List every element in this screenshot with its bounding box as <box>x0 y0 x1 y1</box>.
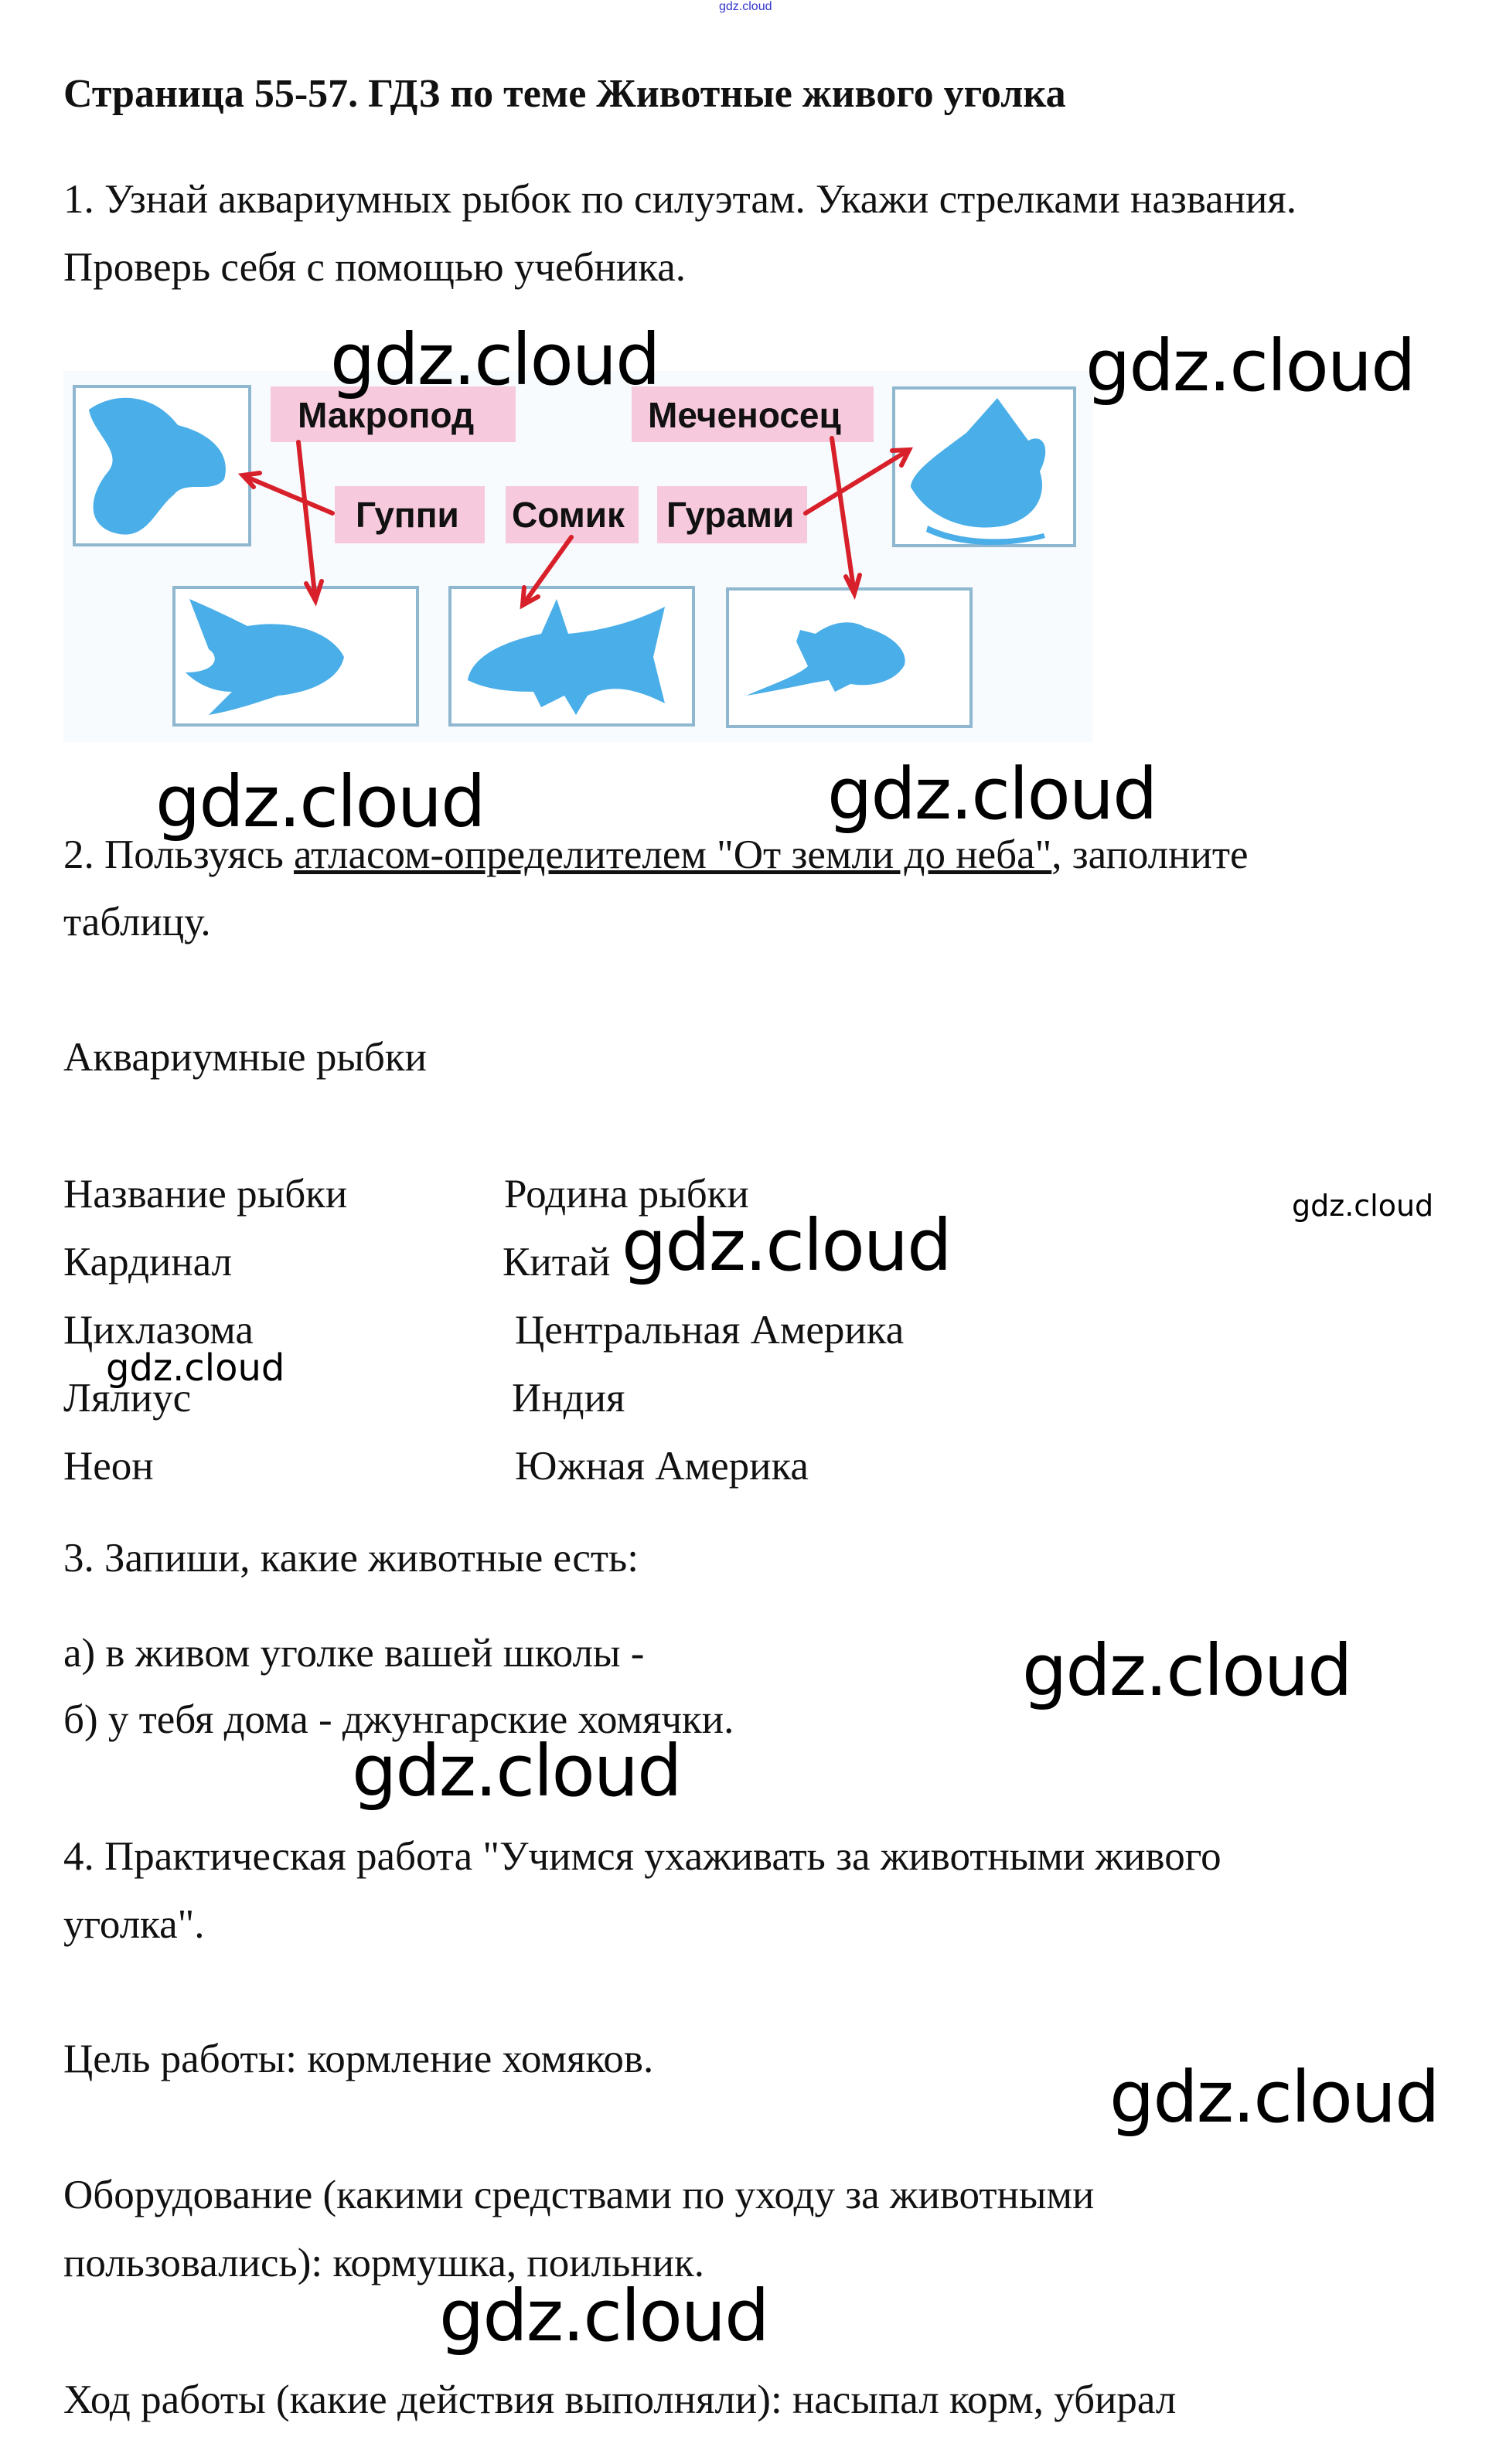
q4-text-line2: уголка". <box>63 1902 205 1947</box>
q2-text-line2: таблицу. <box>63 900 211 944</box>
label-makropod: Макропод <box>298 395 474 435</box>
page-title: Страница 55-57. ГДЗ по теме Животные жив… <box>63 72 1066 116</box>
q3-answer-a: а) в живом уголке вашей школы - <box>63 1631 645 1676</box>
watermark: gdz.cloud <box>827 753 1157 836</box>
row-1-name: Кардинал <box>63 1240 233 1285</box>
q1-text-line1: 1. Узнай аквариумных рыбок по силуэтам. … <box>63 177 1297 222</box>
watermark: gdz.cloud <box>330 318 660 401</box>
table-title: Аквариумные рыбки <box>63 1035 428 1080</box>
q2-suffix: , заполните <box>1051 832 1249 877</box>
label-guppy: Гуппи <box>356 495 459 535</box>
fish-icon-catfish <box>468 599 665 715</box>
row-4-homeland: Южная Америка <box>515 1444 809 1489</box>
fish-silhouettes-image: Макропод Меченосец Гуппи Сомик Гурами <box>63 371 1093 742</box>
fish-icon-swordtail <box>746 622 905 696</box>
atlas-link[interactable]: атласом-определителем "От земли до неба" <box>294 832 1052 877</box>
watermark: gdz.cloud <box>106 1346 285 1390</box>
header-fish-homeland: Родина рыбки <box>504 1172 749 1217</box>
fish-icon-angelfish <box>911 398 1046 546</box>
q3-text: 3. Запиши, какие животные есть: <box>63 1536 639 1581</box>
label-mechenosets: Меченосец <box>648 395 841 435</box>
header-fish-name: Название рыбки <box>63 1172 348 1217</box>
row-2-homeland: Центральная Америка <box>515 1308 905 1353</box>
arrow-mechenosets <box>830 436 862 601</box>
fish-icon-betta <box>89 397 226 535</box>
fish-icon-gourami <box>186 599 344 715</box>
q4-equipment-line2: пользовались): кормушка, поильник. <box>63 2241 705 2285</box>
q2-text-line1: 2. Пользуясь атласом-определителем "От з… <box>63 835 1249 876</box>
watermark: gdz.cloud <box>1109 2056 1440 2139</box>
label-somik: Сомик <box>512 495 625 535</box>
q2-prefix: 2. Пользуясь <box>63 832 295 877</box>
arrow-gourami <box>803 447 913 516</box>
q1-text-line2: Проверь себя с помощью учебника. <box>63 245 686 290</box>
watermark: gdz.cloud <box>622 1204 952 1287</box>
arrow-somik <box>520 535 574 610</box>
row-2-name: Цихлазома <box>63 1308 254 1353</box>
q4-goal: Цель работы: кормление хомяков. <box>63 2037 654 2081</box>
label-gourami: Гурами <box>666 495 794 535</box>
watermark: gdz.cloud <box>155 761 486 843</box>
watermark: gdz.cloud <box>1022 1629 1352 1712</box>
q4-equipment-line1: Оборудование (какими средствами по уходу… <box>63 2173 1095 2217</box>
row-4-name: Неон <box>63 1444 154 1489</box>
watermark: gdz.cloud <box>1085 325 1416 407</box>
row-1-homeland: Китай <box>503 1240 611 1285</box>
q4-progress: Ход работы (какие действия выполняли): н… <box>63 2377 1177 2422</box>
watermark: gdz.cloud <box>439 2275 769 2357</box>
watermark: gdz.cloud <box>1292 1189 1434 1223</box>
arrow-makropod <box>296 440 324 607</box>
top-link[interactable]: gdz.cloud <box>719 0 772 13</box>
q3-answer-b: б) у тебя дома - джунгарские хомячки. <box>63 1697 734 1742</box>
arrow-guppy <box>237 471 335 516</box>
watermark: gdz.cloud <box>352 1730 682 1812</box>
row-3-name: Лялиус <box>63 1376 192 1421</box>
row-3-homeland: Индия <box>512 1376 625 1421</box>
q4-text-line1: 4. Практическая работа "Учимся ухаживать… <box>63 1834 1222 1879</box>
